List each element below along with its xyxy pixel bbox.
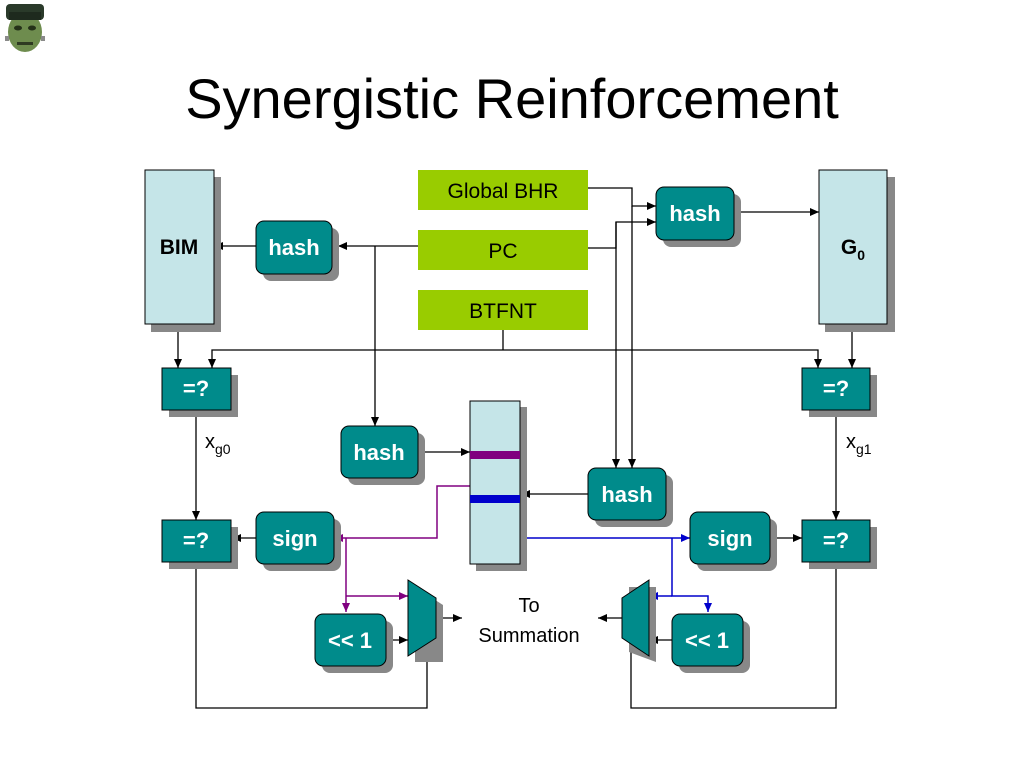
pc-box: PC	[418, 230, 588, 270]
xg0-main: x	[205, 431, 215, 453]
xg1-label: xg1	[846, 431, 872, 457]
xg0-sub: g0	[215, 441, 231, 457]
line-bhr-to-hash-right	[588, 187, 656, 210]
hash-mid-right-block: hash	[587, 467, 673, 527]
page-title: Synergistic Reinforcement	[185, 67, 839, 130]
line-btfnt-right	[503, 349, 822, 368]
bim-label: BIM	[160, 236, 199, 259]
hash-left-block: hash	[255, 220, 339, 281]
g0-label: G0	[841, 236, 865, 263]
cmp-bottom-left-label: =?	[183, 528, 209, 553]
shift-left-block: << 1	[314, 613, 393, 673]
line-loop-right	[630, 562, 837, 709]
shift-right-block: << 1	[671, 613, 750, 673]
hash-mid-right-label: hash	[601, 482, 652, 507]
center-table-purple-entry	[470, 451, 520, 459]
global-bhr-box: Global BHR	[418, 170, 588, 210]
sign-left-label: sign	[272, 526, 317, 551]
g0-table: G0	[818, 169, 895, 332]
to-label: To	[518, 595, 539, 617]
blue-line-down	[671, 538, 712, 612]
sign-left-block: sign	[255, 511, 341, 571]
btfnt-label: BTFNT	[469, 300, 537, 323]
cmp-bottom-right-label: =?	[823, 528, 849, 553]
global-bhr-label: Global BHR	[448, 180, 559, 203]
cmp-bottom-right-block: =?	[801, 519, 877, 569]
cmp-top-right-block: =?	[801, 367, 877, 417]
cmp-bottom-left-block: =?	[161, 519, 238, 569]
btfnt-box: BTFNT	[418, 290, 588, 330]
xg0-label: xg0	[205, 431, 231, 457]
line-btfnt-left	[208, 349, 503, 368]
xg1-sub: g1	[856, 441, 872, 457]
cmp-top-left-label: =?	[183, 376, 209, 401]
sign-right-label: sign	[707, 526, 752, 551]
summation-label: Summation	[478, 625, 579, 647]
center-table	[469, 400, 527, 571]
line-loop-left	[195, 562, 428, 709]
cmp-top-right-label: =?	[823, 376, 849, 401]
mux-right	[621, 579, 656, 662]
hash-right-label: hash	[669, 201, 720, 226]
xg1-main: x	[846, 431, 856, 453]
g0-label-main: G	[841, 236, 857, 259]
shift-left-label: << 1	[328, 628, 372, 653]
shift-right-label: << 1	[685, 628, 729, 653]
sign-right-block: sign	[689, 511, 777, 571]
g0-label-sub: 0	[857, 247, 865, 263]
frankenstein-head-icon	[5, 4, 45, 52]
hash-left-label: hash	[268, 235, 319, 260]
hash-mid-left-block: hash	[340, 425, 425, 485]
line-pc-to-hash-right	[588, 218, 656, 249]
pc-label: PC	[488, 240, 517, 263]
cmp-top-left-block: =?	[161, 367, 238, 417]
bim-table: BIM	[144, 169, 221, 332]
hash-right-block: hash	[655, 186, 741, 247]
center-table-blue-entry	[470, 495, 520, 503]
hash-mid-left-label: hash	[353, 440, 404, 465]
mux-left	[407, 579, 443, 662]
